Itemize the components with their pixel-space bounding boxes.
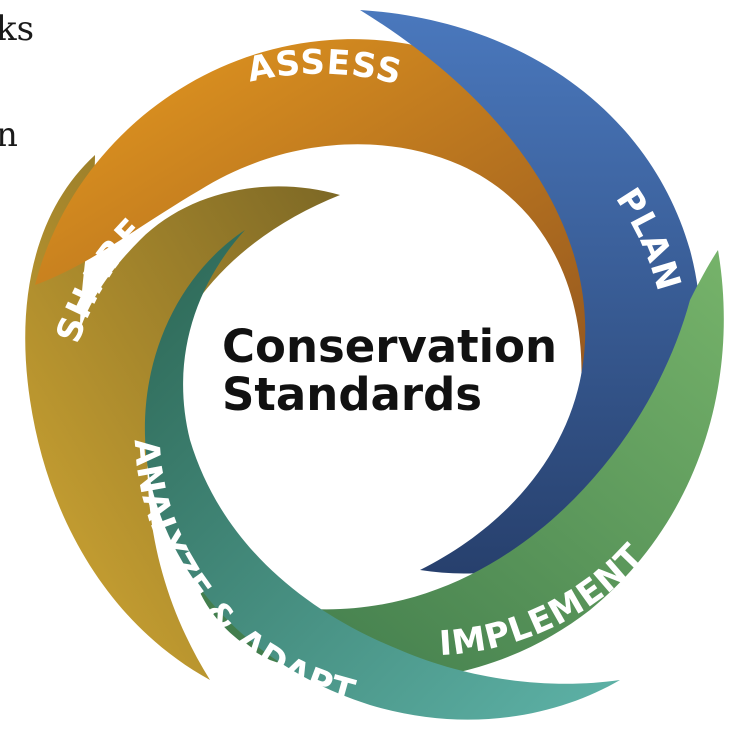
segment-implement bbox=[195, 250, 724, 681]
center-title-line1: Conservation bbox=[222, 320, 557, 373]
segment-share bbox=[25, 155, 340, 680]
center-title-line2: Standards bbox=[222, 368, 482, 421]
segment-plan bbox=[360, 10, 701, 574]
page-text-fragment: ks bbox=[0, 9, 35, 49]
page-text-fragment: n bbox=[0, 115, 18, 155]
segment-assess bbox=[35, 39, 629, 400]
segment-analyze-adapt bbox=[144, 230, 620, 720]
